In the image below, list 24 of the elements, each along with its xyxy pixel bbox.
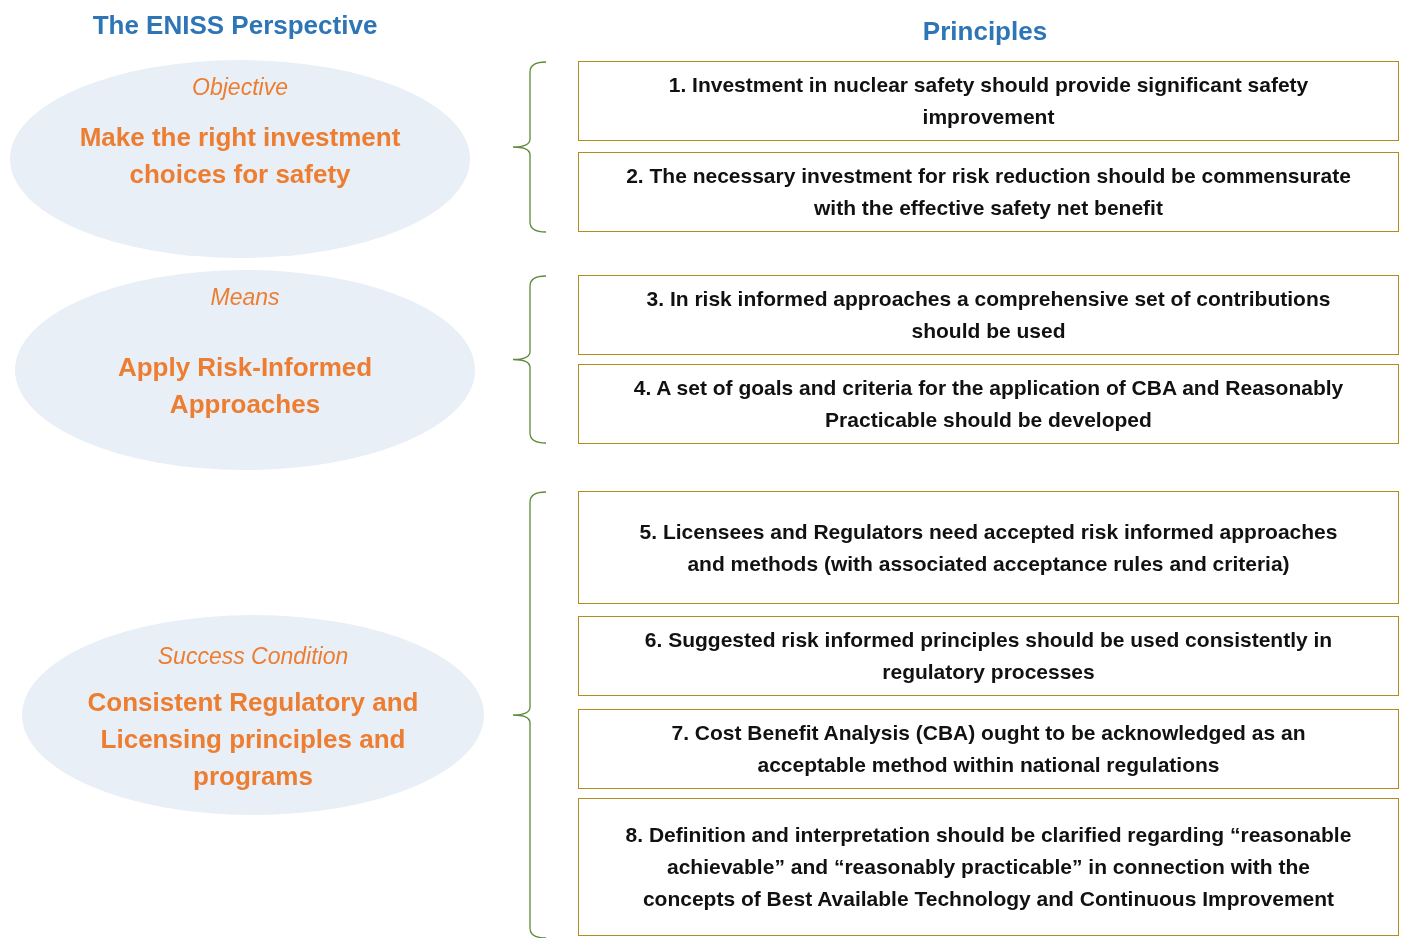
principle-box xyxy=(578,798,1399,936)
ellipse-heading: Objective xyxy=(192,74,288,101)
principle-text: 7. Cost Benefit Analysis (CBA) ought to be acknowledged as an acceptable method within national regulations xyxy=(670,720,1307,778)
ellipse-heading: Means xyxy=(210,284,280,311)
column-heading: Principles xyxy=(921,16,1049,47)
principle-text: 3. In risk informed approaches a comprehensive set of contributions should be used xyxy=(645,286,1332,344)
ellipse-text: Consistent Regulatory and Licensing principles and programs xyxy=(86,686,420,793)
principle-box xyxy=(578,275,1399,355)
principle-text: 8. Definition and interpretation should be clarified regarding “reasonable achievable” and “reasonably practicable” in connection with the concepts of Best Available Technology and Continuous Improvement xyxy=(624,822,1353,912)
principle-box xyxy=(578,61,1399,141)
principle-box xyxy=(578,709,1399,789)
principle-text: 1. Investment in nuclear safety should provide significant safety improvement xyxy=(667,72,1310,130)
principle-box xyxy=(578,491,1399,604)
ellipse-text: Make the right investment choices for safety xyxy=(78,121,402,191)
principle-text: 5. Licensees and Regulators need accepted risk informed approaches and methods (with associated acceptance rules and criteria) xyxy=(638,518,1339,577)
principle-box xyxy=(578,616,1399,696)
ellipse-heading: Success Condition xyxy=(157,643,349,670)
principle-text: 4. A set of goals and criteria for the application of CBA and Reasonably Practicable should be developed xyxy=(632,375,1345,433)
diagram-title: The ENISS Perspective xyxy=(91,10,379,41)
principle-box xyxy=(578,364,1399,444)
principle-text: 2. The necessary investment for risk reduction should be commensurate with the effective safety net benefit xyxy=(625,163,1352,221)
principle-box xyxy=(578,152,1399,232)
principle-text: 6. Suggested risk informed principles should be used consistently in regulatory processes xyxy=(643,627,1334,685)
ellipse-text: Apply Risk-Informed Approaches xyxy=(116,351,374,421)
